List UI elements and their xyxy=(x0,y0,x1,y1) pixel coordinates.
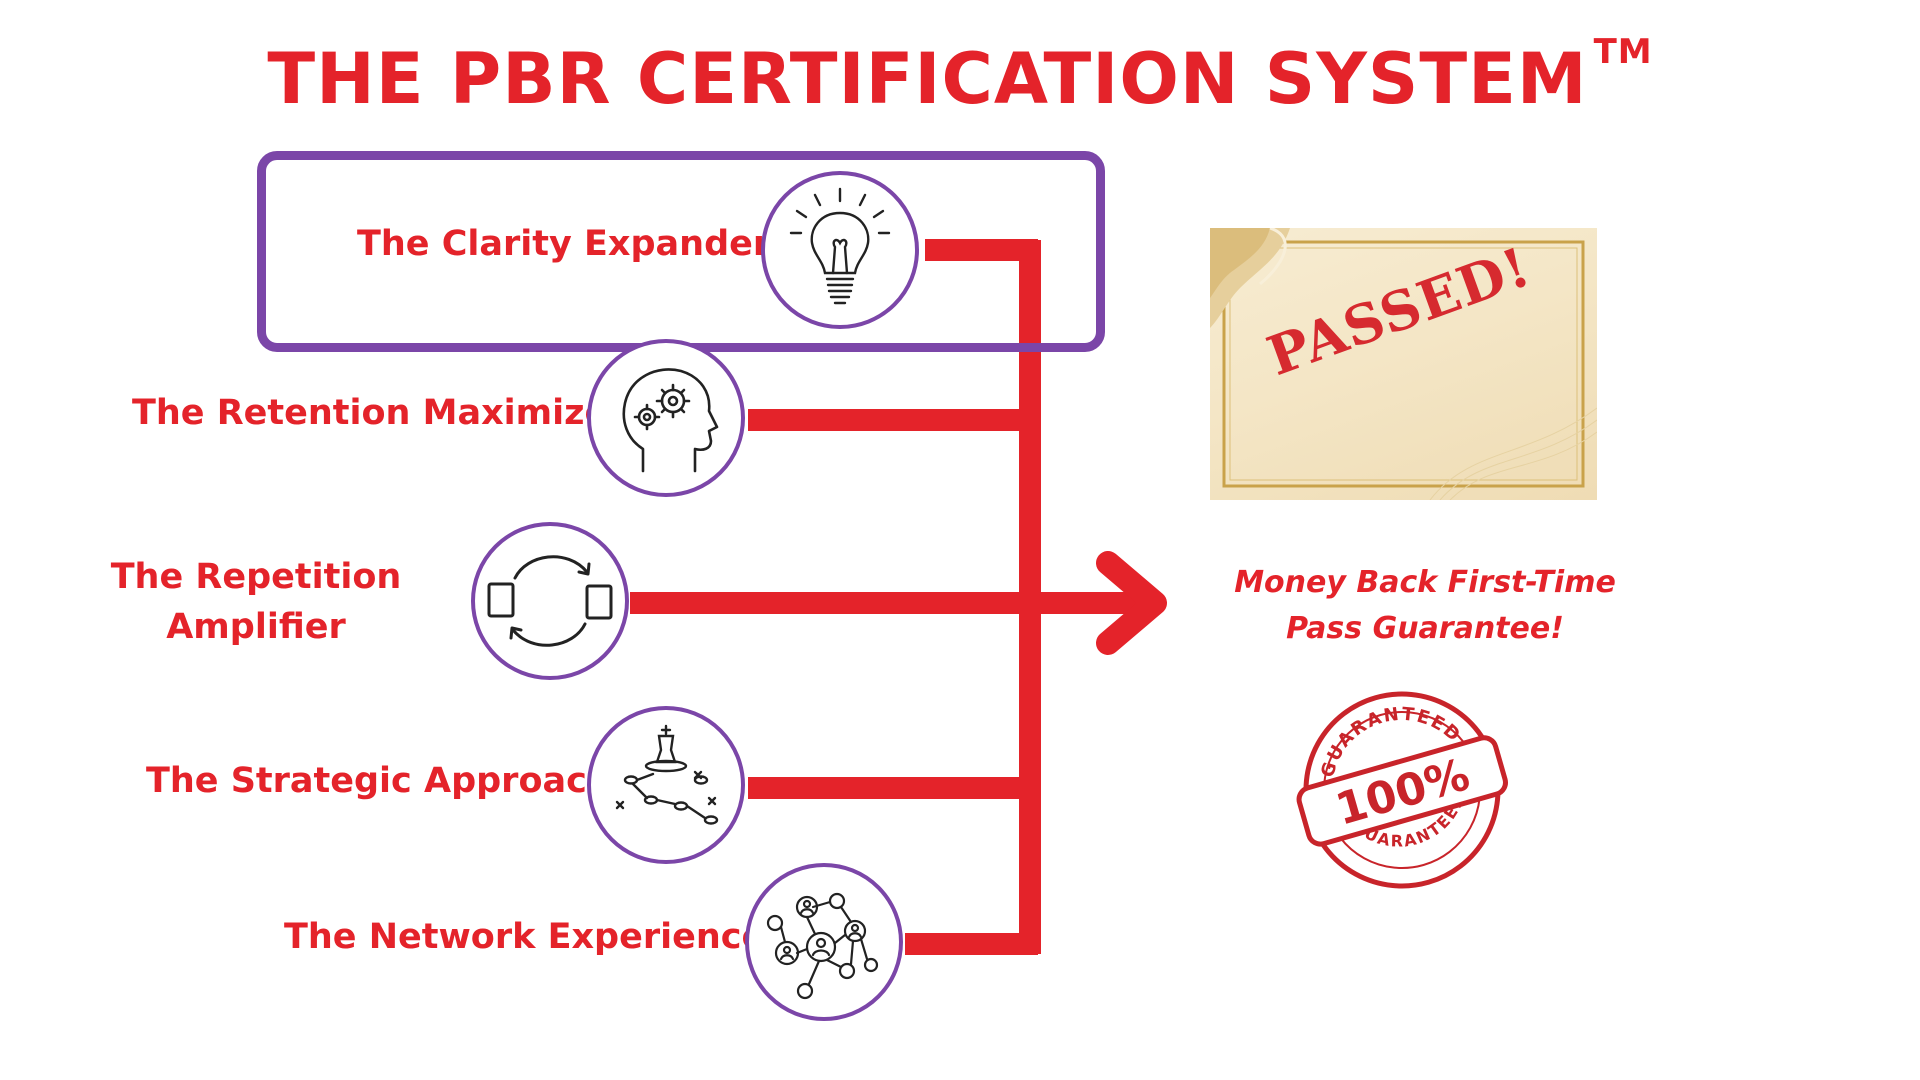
guarantee-line2: Pass Guarantee! xyxy=(1286,611,1564,646)
step-circle-clarity xyxy=(761,171,919,329)
step-label-network-experience: The Network Experience xyxy=(284,917,766,957)
step-label-clarity-expander: The Clarity Expander xyxy=(357,224,771,264)
trademark-mark: TM xyxy=(1593,32,1653,72)
step-circle-repetition xyxy=(471,522,629,680)
step-label-line1: The Repetition xyxy=(110,557,402,597)
title-text: THE PBR CERTIFICATION SYSTEM xyxy=(267,38,1588,120)
certificate-art xyxy=(1210,228,1597,500)
step-circle-strategic xyxy=(587,706,745,864)
guarantee-seal: GUARANTEED GUARANTEED 100% xyxy=(1296,690,1508,889)
guarantee-text: Money Back First-Time Pass Guarantee! xyxy=(1190,560,1660,652)
step-circle-network xyxy=(745,863,903,1021)
guarantee-line1: Money Back First-Time xyxy=(1234,565,1616,600)
network-people-icon xyxy=(766,892,879,1000)
step-label-retention-maximizer: The Retention Maximizer xyxy=(132,393,626,433)
certificate-image: PASSED! xyxy=(1210,228,1597,500)
lightbulb-icon xyxy=(789,187,891,305)
step-label-strategic-approach: The Strategic Approach xyxy=(146,761,612,801)
step-label-line2: Amplifier xyxy=(166,607,346,647)
head-gears-icon xyxy=(622,368,719,473)
step-label-repetition-amplifier: The Repetition Amplifier xyxy=(106,552,406,652)
chess-strategy-icon xyxy=(615,724,719,825)
step-circle-retention xyxy=(587,339,745,497)
cycle-arrows-icon xyxy=(487,555,613,647)
